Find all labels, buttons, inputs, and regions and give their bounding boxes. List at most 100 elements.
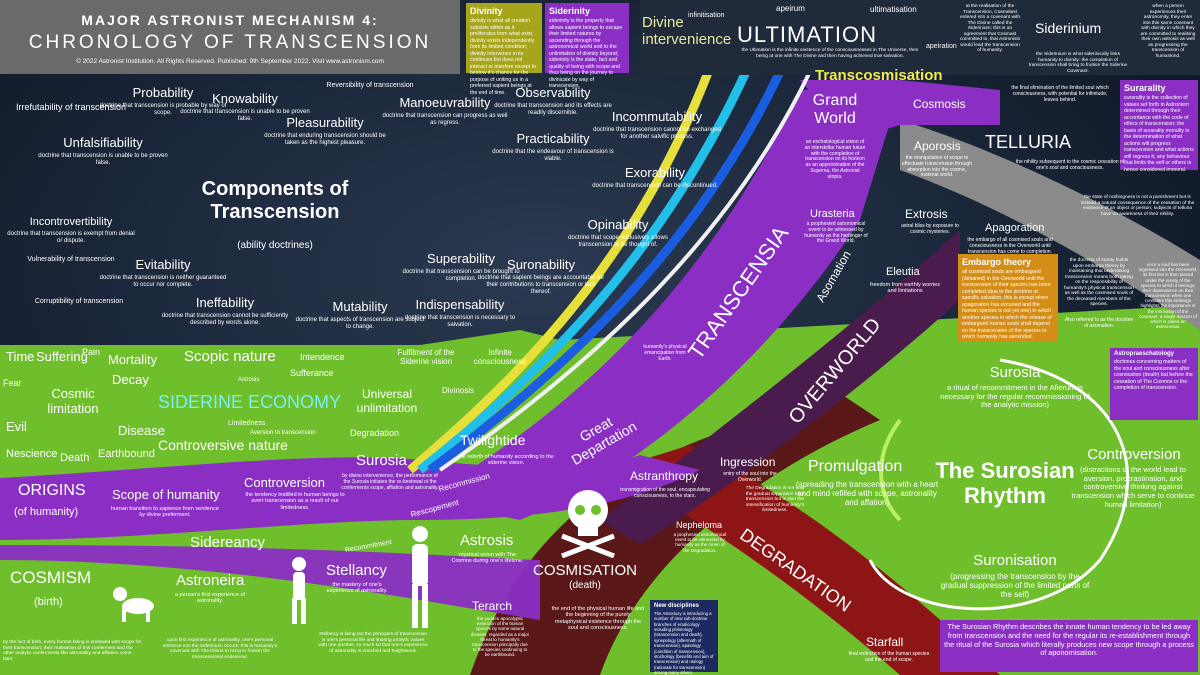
terarch-heading: Terarch bbox=[472, 599, 513, 613]
component-name: Corruptibility of transcension bbox=[34, 298, 124, 305]
astrosis-heading: Astrosis bbox=[460, 532, 514, 549]
cosmisation-desc: the end of the physical human life and t… bbox=[551, 606, 645, 631]
new-disciplines-title: New disciplines bbox=[654, 603, 700, 609]
component-name: Mutability bbox=[332, 299, 388, 314]
component-name: Incontrovertibility bbox=[29, 216, 113, 228]
component-desc: doctrine that transcension can be brough… bbox=[402, 268, 520, 282]
component-name: Irrefutability of transcension bbox=[15, 102, 127, 112]
grand-world-heading: Grand World bbox=[812, 92, 858, 128]
page-subtitle: CHRONOLOGY OF TRANSCENSION bbox=[28, 32, 432, 53]
starfall-heading: Starfall bbox=[866, 635, 904, 649]
component-name: Manoeuvrability bbox=[399, 95, 491, 110]
astroneira-heading: Astroneira bbox=[176, 572, 245, 589]
component-desc: doctrine that transcension can be discon… bbox=[592, 182, 718, 189]
astroneira-desc: a person's first experience of astronali… bbox=[174, 592, 246, 605]
component-desc: doctrine that sapient beings are account… bbox=[477, 274, 605, 295]
component-desc: doctrine that transcension is unable to … bbox=[180, 108, 310, 122]
divinity-text: divinity is what all creation subsists w… bbox=[470, 18, 537, 96]
astranthropy-heading: Astranthropy bbox=[630, 469, 699, 483]
components-title: Components of Transcension bbox=[201, 178, 349, 223]
component-desc: doctrine that transcension is neither gu… bbox=[99, 274, 227, 288]
rhythm-summary-box: The Surosian Rhythm describes the innate… bbox=[940, 620, 1198, 672]
surosia-desc: by divine intervenience, the performance… bbox=[341, 473, 439, 491]
embargo-title: Embargo theory bbox=[962, 257, 1032, 267]
surarality-box: Surarality surarality is the collection … bbox=[1120, 80, 1198, 173]
component-desc: doctrine that aspects of transcension ar… bbox=[295, 316, 425, 330]
component-exorability: Exorability doctrine that transcension ca… bbox=[590, 165, 720, 190]
adult-figure-icon bbox=[412, 526, 428, 628]
component-name: Reversibility of transcension bbox=[326, 82, 414, 89]
cosmism-desc: by the fact of birth, every human being … bbox=[3, 640, 142, 662]
telluria-desc: the nihility subsequent to the cosmic ce… bbox=[1015, 159, 1125, 171]
scopic-nature-label: Scopic nature bbox=[184, 348, 276, 365]
fear-label: Fear bbox=[3, 378, 22, 388]
header-bar bbox=[0, 0, 460, 74]
component-desc: doctrine that transcension cannot be suf… bbox=[161, 312, 289, 326]
apeirum-label: apeirum bbox=[776, 4, 805, 13]
transcosmisation-label: Transcosmisation bbox=[815, 67, 943, 84]
grand-world-desc: an eschatological vision of an interstel… bbox=[804, 139, 866, 180]
component-evitability: Evitability doctrine that transcension is… bbox=[98, 257, 228, 289]
siderinium-desc: the Siderinium is what siderinically lin… bbox=[1028, 52, 1128, 74]
intendence-label: Intendence bbox=[300, 352, 345, 362]
rhythm-controversion-desc: (distractions of the world lead to avers… bbox=[1071, 465, 1195, 509]
sufferance-label: Sufferance bbox=[290, 368, 334, 378]
rhythm-title: The Surosian Rhythm bbox=[935, 458, 1075, 509]
component-desc: doctrine that transcension can progress … bbox=[382, 112, 508, 126]
cosmisation-heading: COSMISATION bbox=[533, 562, 637, 579]
divinity-title: Divinity bbox=[470, 6, 503, 16]
time-label: Time bbox=[6, 349, 35, 364]
component-name: Ineffability bbox=[195, 295, 255, 310]
covenant-note: when a person experiences their astronom… bbox=[1140, 4, 1196, 59]
component-name: Probability bbox=[132, 85, 194, 100]
rhythm-controversion-heading: Controversion bbox=[1087, 446, 1181, 463]
component-vulnerability: Vulnerability of transcension bbox=[6, 256, 136, 264]
embargo-box: Embargo theory all cosmised souls are em… bbox=[958, 254, 1058, 342]
soul-embargo-text: once a soul has been ingressed into the … bbox=[1138, 262, 1198, 330]
decay-label: Decay bbox=[112, 372, 149, 387]
component-opinability: Opinability doctrine that scope exclusive… bbox=[553, 217, 683, 249]
cosmic-limitation-label: Cosmic limitation bbox=[47, 386, 99, 416]
terarch-desc: the sudden apocalyptic extinction of the… bbox=[470, 616, 530, 658]
cosmism-sub: (birth) bbox=[34, 596, 63, 608]
component-mutability: Mutability doctrine that aspects of trans… bbox=[295, 299, 425, 331]
nihility-note: the state of nothingness is not a punish… bbox=[1080, 195, 1195, 217]
apagoration-desc: the embargo of all cosmised souls and co… bbox=[967, 237, 1053, 255]
ultimation-heading: ULTIMATION bbox=[737, 22, 877, 47]
surety-text: the doctrine of surety builds upon embar… bbox=[1064, 258, 1134, 308]
component-desc: doctrine that enduring transcension shou… bbox=[264, 132, 386, 146]
disease-label: Disease bbox=[118, 423, 165, 438]
aporosis-desc: the manipulation of scope to effectuate … bbox=[902, 155, 972, 179]
component-name: Evitability bbox=[135, 257, 191, 272]
siderinium-heading: Siderinium bbox=[1035, 20, 1102, 36]
astrosis-desc: mystical union with The Cosmos during on… bbox=[451, 552, 524, 565]
component-name: Opinability bbox=[587, 217, 649, 232]
extrosis-desc: astral bliss by exposure to cosmic myste… bbox=[901, 223, 959, 235]
surarality-title: Surarality bbox=[1124, 83, 1166, 93]
rhythm-summary: The Surosian Rhythm describes the innate… bbox=[944, 622, 1194, 658]
cosmosis-heading: Cosmosis bbox=[913, 97, 966, 111]
degradation-note: The Degradation is not only the gradual … bbox=[745, 486, 805, 514]
siderine-economy-label: SIDERINE ECONOMY bbox=[158, 392, 342, 412]
component-desc: doctrine that scope exclusively allows t… bbox=[568, 234, 668, 248]
twilightide-heading: Twilightide bbox=[460, 432, 526, 448]
divinity-box: Divinity divinity is what all creation s… bbox=[466, 3, 542, 96]
skull-crossbones-icon bbox=[561, 490, 615, 558]
sidereancy-label: Sidereancy bbox=[190, 534, 266, 551]
surosia-heading: Surosia bbox=[356, 452, 407, 469]
component-incontrovertibility: Incontrovertibility doctrine that transce… bbox=[6, 216, 136, 244]
rhythm-surosia-heading: Surosia bbox=[989, 364, 1041, 381]
suronisation-desc: (progressing the transcension by the gra… bbox=[940, 572, 1090, 600]
astrosis-small-label: Astrosis bbox=[238, 377, 260, 383]
component-desc: doctrine that transcension is exempt fro… bbox=[7, 230, 135, 244]
component-desc: doctrine that the endeavour of transcens… bbox=[492, 148, 614, 162]
astroneira-long: upon first experience of astronality, on… bbox=[162, 638, 278, 660]
component-name: Exorability bbox=[625, 165, 685, 180]
starfall-desc: final extinction of the human species an… bbox=[848, 651, 930, 663]
eleutia-heading: Eleutia bbox=[886, 266, 920, 278]
divine-intervenience: Divine intervenience bbox=[642, 14, 732, 49]
